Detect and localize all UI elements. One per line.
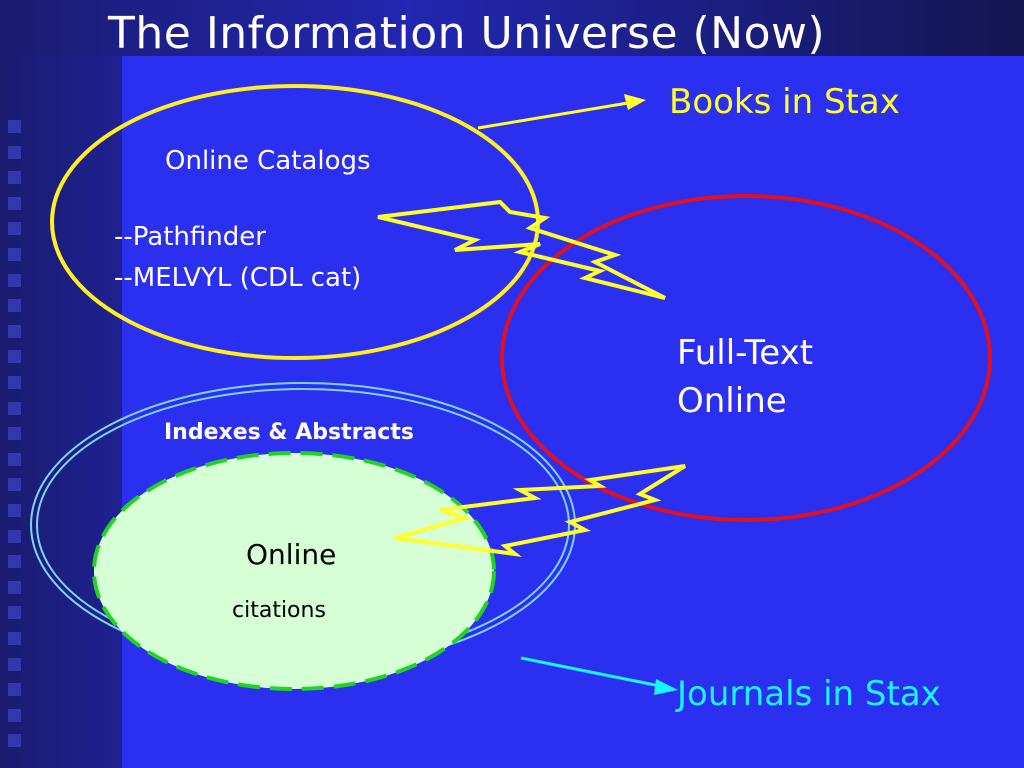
decorative-square (8, 248, 21, 261)
melvyl-label: --MELVYL (CDL cat) (114, 263, 362, 293)
decorative-square (8, 606, 21, 620)
top-background-band (0, 0, 1024, 56)
decorative-square (8, 196, 21, 210)
decorative-square (8, 683, 21, 697)
decorative-square (8, 504, 21, 517)
books-in-stax-arrow (477, 101, 629, 130)
lightning-bolt-citations-icon (394, 464, 687, 557)
full-text-label-line1: Full-Text (677, 333, 814, 373)
decorative-square (8, 632, 21, 645)
journals-in-stax-arrowhead-icon (654, 679, 678, 695)
decorative-square (8, 657, 21, 671)
decorative-square (8, 273, 21, 287)
decorative-square (8, 401, 21, 415)
decorative-square (8, 376, 21, 389)
decorative-square (8, 145, 21, 159)
decorative-square (8, 529, 21, 543)
journals-in-stax-arrow (520, 656, 661, 688)
online-citations-ellipse (92, 451, 496, 691)
decorative-square (8, 452, 21, 466)
books-in-stax-arrowhead-icon (624, 94, 646, 110)
slide-title: The Information Universe (Now) (108, 8, 826, 59)
books-in-stax-label: Books in Stax (669, 82, 900, 122)
decorative-square (8, 171, 21, 185)
full-text-online-ellipse (500, 194, 992, 522)
journals-in-stax-label: Journals in Stax (677, 674, 941, 714)
decorative-square (8, 299, 21, 313)
lightning-bolt-catalogs-icon (377, 199, 666, 300)
full-text-label-line2: Online (677, 381, 787, 421)
decorative-square (8, 555, 21, 569)
decorative-square (8, 222, 21, 236)
online-label: Online (246, 538, 337, 571)
decorative-squares (6, 120, 22, 760)
indexes-abstracts-label: Indexes & Abstracts (164, 420, 414, 445)
decorative-square (8, 478, 21, 492)
decorative-square (8, 708, 21, 722)
citations-label: citations (232, 598, 326, 623)
online-catalogs-label: Online Catalogs (165, 146, 371, 176)
pathfinder-label: --Pathfinder (114, 222, 266, 252)
decorative-square (8, 350, 21, 364)
decorative-square (8, 427, 21, 441)
decorative-square (8, 324, 21, 338)
decorative-square (8, 580, 21, 594)
decorative-square (8, 734, 21, 748)
decorative-square (8, 120, 21, 133)
